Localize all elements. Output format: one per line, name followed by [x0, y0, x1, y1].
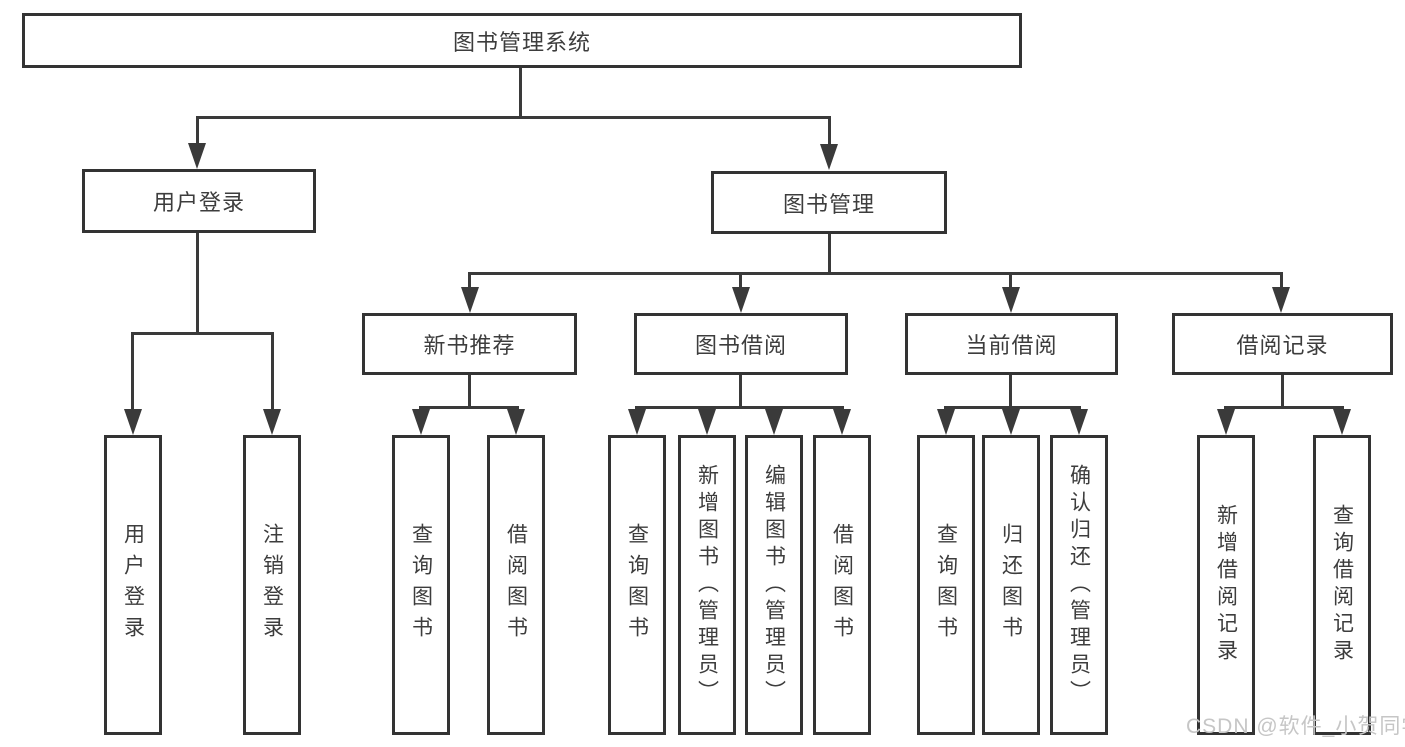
arrowhead-down-icon: [820, 144, 838, 170]
connector-line: [419, 406, 519, 409]
arrowhead-down-icon: [937, 409, 955, 435]
connector-line: [468, 272, 471, 288]
connector-line: [1281, 375, 1284, 408]
connector-line: [131, 332, 134, 409]
arrowhead-down-icon: [1272, 287, 1290, 313]
arrowhead-down-icon: [507, 409, 525, 435]
arrowhead-down-icon: [1002, 287, 1020, 313]
connector-line: [468, 375, 471, 408]
leaf-add-borrow-record: 新增借阅记录: [1197, 435, 1255, 735]
connector-line: [1009, 272, 1012, 288]
connector-line: [1224, 406, 1344, 409]
leaf-borrow-books-borrowing: 借阅图书: [813, 435, 871, 735]
node-borrowing-records: 借阅记录: [1172, 313, 1393, 375]
node-library-system-label: 图书管理系统: [452, 29, 591, 55]
node-book-management: 图书管理: [711, 171, 947, 234]
leaf-query-books-borrowing-label: 查询图书: [625, 523, 649, 647]
leaf-logout: 注销登录: [243, 435, 301, 735]
leaf-add-borrow-record-label: 新增借阅记录: [1214, 504, 1238, 666]
connector-line: [739, 375, 742, 408]
arrowhead-down-icon: [732, 287, 750, 313]
connector-line: [828, 234, 831, 274]
node-current-borrowing: 当前借阅: [905, 313, 1118, 375]
connector-line: [739, 272, 742, 288]
leaf-add-book-admin: 新增图书（管理员）: [678, 435, 736, 735]
arrowhead-down-icon: [188, 143, 206, 169]
connector-line: [196, 116, 199, 144]
arrowhead-down-icon: [698, 409, 716, 435]
leaf-return-books-label: 归还图书: [999, 523, 1023, 647]
arrowhead-down-icon: [124, 409, 142, 435]
arrowhead-down-icon: [1070, 409, 1088, 435]
connector-line: [1280, 272, 1283, 288]
leaf-return-books: 归还图书: [982, 435, 1040, 735]
arrowhead-down-icon: [1217, 409, 1235, 435]
leaf-user-login-label: 用户登录: [121, 523, 145, 647]
leaf-query-borrow-record-label: 查询借阅记录: [1330, 504, 1354, 666]
node-library-system: 图书管理系统: [22, 13, 1022, 68]
leaf-query-borrow-record: 查询借阅记录: [1313, 435, 1371, 735]
node-book-borrowing-label: 图书借阅: [694, 333, 787, 358]
connector-line: [468, 272, 1283, 275]
arrowhead-down-icon: [833, 409, 851, 435]
arrowhead-down-icon: [1333, 409, 1351, 435]
connector-line: [271, 332, 274, 409]
leaf-borrow-books-recommend: 借阅图书: [487, 435, 545, 735]
node-new-book-recommend-label: 新书推荐: [423, 333, 516, 358]
arrowhead-down-icon: [1002, 409, 1020, 435]
connector-line: [196, 116, 831, 119]
node-user-login-label: 用户登录: [152, 190, 245, 215]
leaf-edit-book-admin: 编辑图书（管理员）: [745, 435, 803, 735]
leaf-borrow-books-borrowing-label: 借阅图书: [830, 523, 854, 647]
leaf-logout-label: 注销登录: [260, 523, 284, 647]
arrowhead-down-icon: [765, 409, 783, 435]
csdn-watermark: CSDN @软件_小贺同学: [1186, 715, 1405, 738]
leaf-borrow-books-recommend-label: 借阅图书: [504, 523, 528, 647]
leaf-query-books-current: 查询图书: [917, 435, 975, 735]
connector-line: [131, 332, 274, 335]
node-book-management-label: 图书管理: [782, 191, 875, 217]
connector-line: [944, 406, 1081, 409]
connector-line: [196, 233, 199, 333]
leaf-confirm-return-admin-label: 确认归还（管理员）: [1067, 463, 1091, 707]
arrowhead-down-icon: [628, 409, 646, 435]
node-new-book-recommend: 新书推荐: [362, 313, 577, 375]
node-user-login: 用户登录: [82, 169, 316, 233]
connector-line: [635, 406, 844, 409]
arrowhead-down-icon: [263, 409, 281, 435]
leaf-user-login: 用户登录: [104, 435, 162, 735]
leaf-edit-book-admin-label: 编辑图书（管理员）: [762, 463, 786, 707]
arrowhead-down-icon: [461, 287, 479, 313]
leaf-query-books-recommend-label: 查询图书: [409, 523, 433, 647]
connector-line: [1009, 375, 1012, 408]
node-book-borrowing: 图书借阅: [634, 313, 848, 375]
node-borrowing-records-label: 借阅记录: [1236, 333, 1329, 358]
leaf-confirm-return-admin: 确认归还（管理员）: [1050, 435, 1108, 735]
arrowhead-down-icon: [412, 409, 430, 435]
connector-line: [519, 68, 522, 117]
leaf-query-books-recommend: 查询图书: [392, 435, 450, 735]
leaf-add-book-admin-label: 新增图书（管理员）: [695, 463, 719, 707]
node-current-borrowing-label: 当前借阅: [965, 333, 1058, 358]
leaf-query-books-current-label: 查询图书: [934, 523, 958, 647]
connector-line: [828, 116, 831, 145]
leaf-query-books-borrowing: 查询图书: [608, 435, 666, 735]
